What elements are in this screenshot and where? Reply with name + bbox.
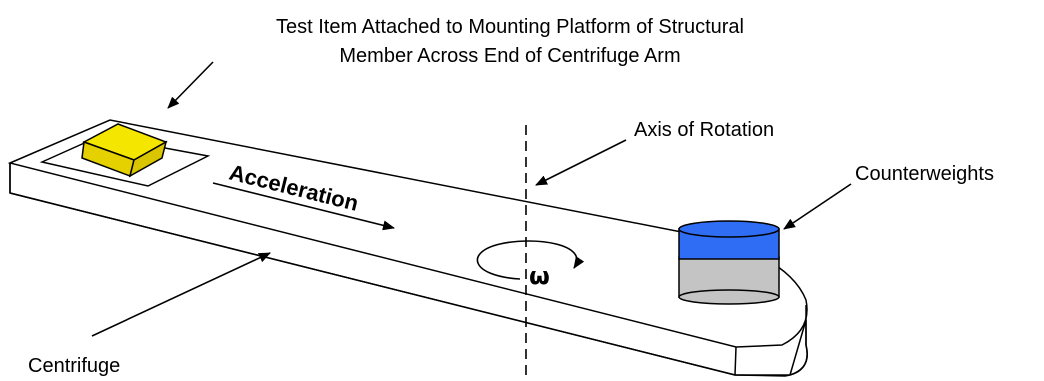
test-item-side (128, 140, 168, 178)
centrifuge-label: Centrifuge (28, 355, 120, 377)
counterweight-top-cap (678, 220, 780, 238)
axis-leader-arrow (535, 139, 627, 186)
counterweight-bottom-base (678, 289, 780, 305)
test-item (81, 123, 168, 178)
mounting-platform (39, 135, 211, 187)
acceleration-label: Acceleration (227, 160, 361, 216)
test-item-leader-arrow (167, 61, 214, 109)
counterweights-leader-arrow (783, 183, 852, 230)
rotation-arrow (476, 240, 585, 280)
counterweights (678, 220, 780, 305)
acceleration-arrow (212, 182, 395, 231)
counterweights-label: Counterweights (855, 163, 994, 185)
test-item-label-line1: Test Item Attached to Mounting Platform … (276, 16, 744, 38)
omega-label: ω (529, 262, 550, 290)
centrifuge-leader-arrow (91, 252, 271, 337)
arm-end-corner (734, 346, 737, 376)
test-item-label-line2: Member Across End of Centrifuge Arm (339, 45, 680, 67)
axis-of-rotation-label: Axis of Rotation (634, 119, 774, 141)
arm-bottom-edge (9, 192, 808, 377)
